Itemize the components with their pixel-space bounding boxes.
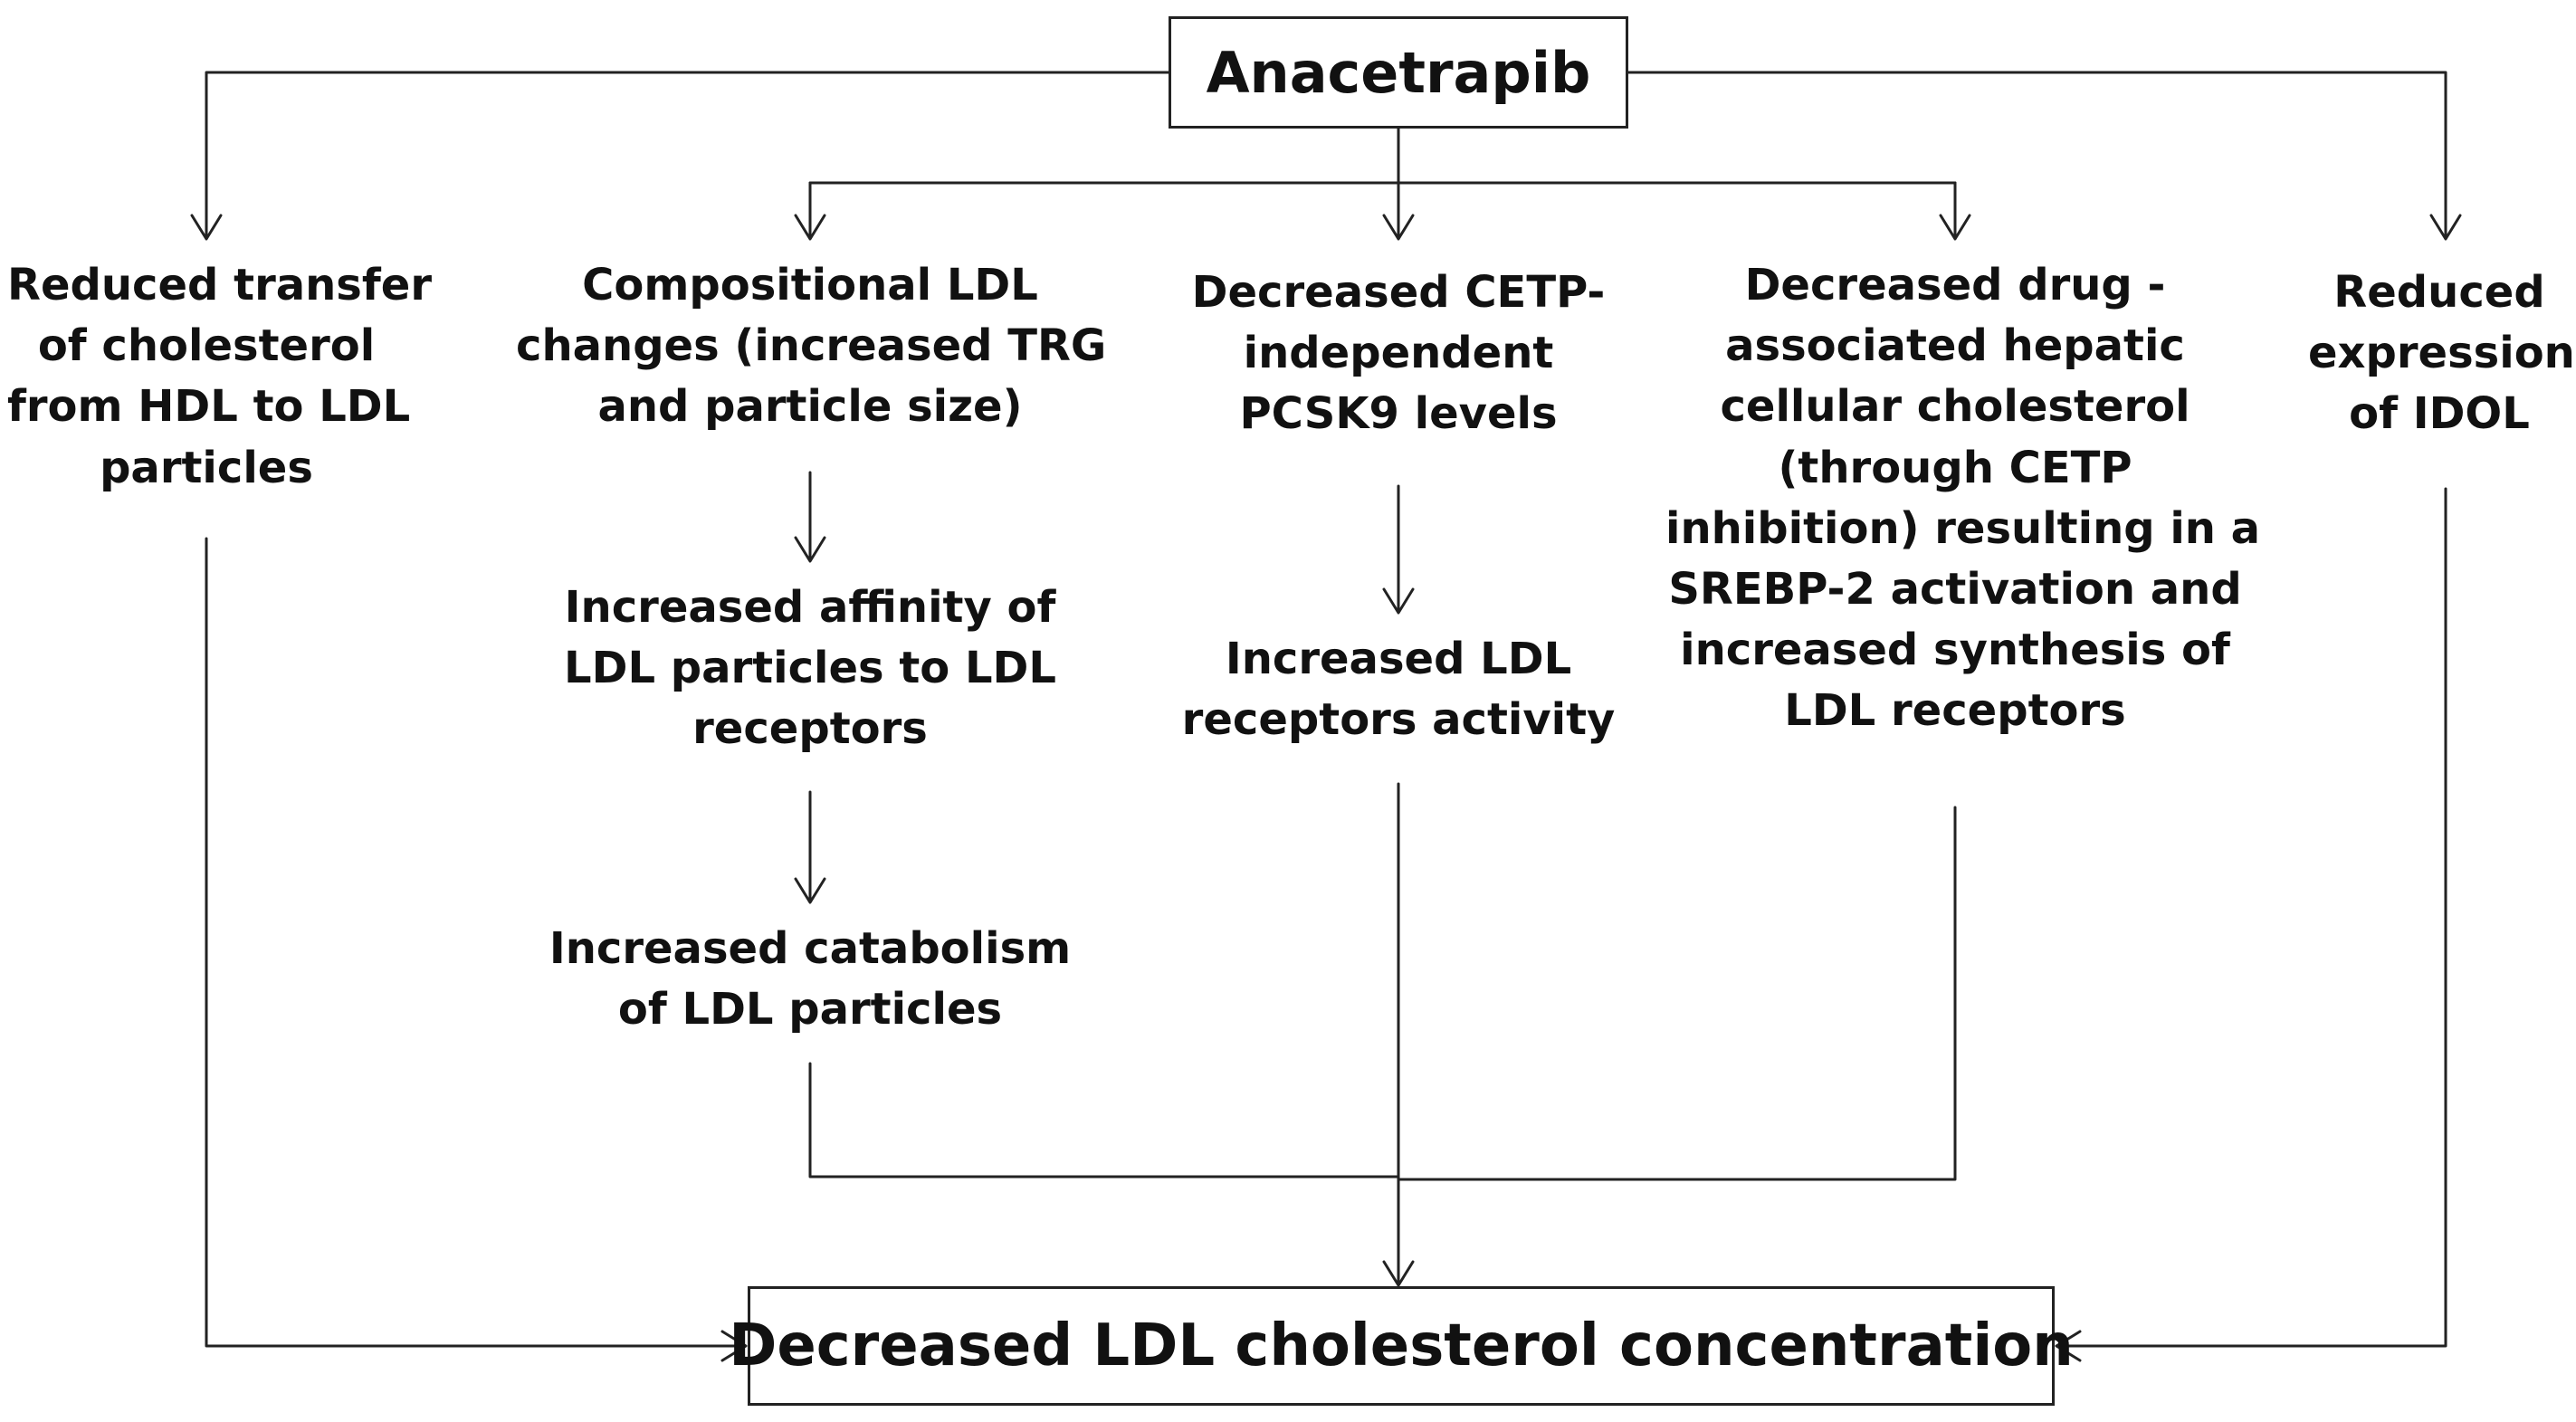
node-line: particles: [100, 442, 313, 493]
node-hepatic: Decreased drug - associated hepatic cell…: [1665, 255, 2261, 742]
node-line: cellular cholesterol: [1720, 381, 2190, 433]
outcome-label: Decreased LDL cholesterol concentration: [729, 1312, 2074, 1379]
node-line: (through CETP: [1778, 442, 2132, 493]
arrowhead-hepatic: [1939, 214, 1971, 241]
node-reduced-transfer: Reduced transfer of cholesterol from HDL…: [7, 255, 432, 499]
node-line: and particle size): [597, 381, 1023, 433]
node-line: Decreased drug -: [1744, 260, 2166, 310]
node-idol: Reduced expression of IDOL: [2308, 262, 2575, 445]
root-to-right-connector: [1627, 71, 2447, 239]
node-line: increased synthesis of: [1680, 625, 2230, 676]
arrowhead-outcome-top: [1382, 1260, 1415, 1287]
node-line: receptors activity: [1181, 694, 1616, 746]
node-line: of cholesterol: [37, 320, 376, 372]
node-catabolism: Increased catabolism of LDL particles: [543, 919, 1077, 1040]
arrowhead-compositional: [794, 214, 826, 241]
arrowhead-outcome-left: [720, 1330, 748, 1362]
arrowhead-affinity: [794, 536, 826, 563]
node-line: receptors: [692, 703, 928, 755]
anacetrapib-box: Anacetrapib: [1169, 16, 1628, 129]
arrowhead-outcome-right: [2055, 1330, 2082, 1362]
node-line: LDL particles to LDL: [564, 643, 1056, 694]
node-line: LDL receptors: [1784, 685, 2126, 737]
node-line: SREBP-2 activation and: [1668, 563, 2242, 615]
node-line: changes (increased TRG: [516, 320, 1107, 372]
node-line: inhibition) resulting in a: [1665, 502, 2261, 554]
root-to-left-connector: [205, 71, 1170, 239]
node-line: Decreased CETP-: [1191, 267, 1606, 318]
anacetrapib-label: Anacetrapib: [1206, 39, 1591, 106]
node-affinity: Increased affinity of LDL particles to L…: [543, 577, 1077, 760]
node-line: of IDOL: [2349, 388, 2530, 440]
node-line: associated hepatic: [1725, 320, 2185, 372]
left-to-outcome: [205, 537, 746, 1348]
arrowhead-receptor-activity: [1382, 587, 1415, 615]
node-line: Increased LDL: [1225, 634, 1572, 684]
node-line: of LDL particles: [617, 984, 1003, 1035]
right-to-outcome: [2056, 487, 2447, 1348]
arrowhead-left: [190, 214, 223, 241]
node-line: Increased affinity of: [564, 582, 1056, 633]
arrowhead-pcsk9: [1382, 214, 1415, 241]
node-line: Compositional LDL: [582, 260, 1038, 310]
node-line: expression: [2308, 328, 2575, 379]
node-line: PCSK9 levels: [1239, 388, 1558, 440]
node-line: Reduced: [2333, 267, 2545, 318]
node-compositional: Compositional LDL changes (increased TRG…: [516, 255, 1107, 438]
arrowhead-right: [2429, 214, 2462, 241]
catabolism-join: [808, 1062, 1400, 1179]
node-line: from HDL to LDL: [7, 381, 411, 433]
hepatic-join: [1397, 806, 1957, 1181]
node-line: Reduced transfer: [7, 260, 432, 310]
node-line: independent: [1243, 328, 1554, 379]
node-receptor-activity: Increased LDL receptors activity: [1177, 629, 1620, 750]
outcome-box: Decreased LDL cholesterol concentration: [729, 1286, 2074, 1406]
arrowhead-catabolism: [794, 877, 826, 904]
node-line: Increased catabolism: [549, 923, 1072, 974]
node-pcsk9: Decreased CETP- independent PCSK9 levels: [1177, 262, 1620, 445]
